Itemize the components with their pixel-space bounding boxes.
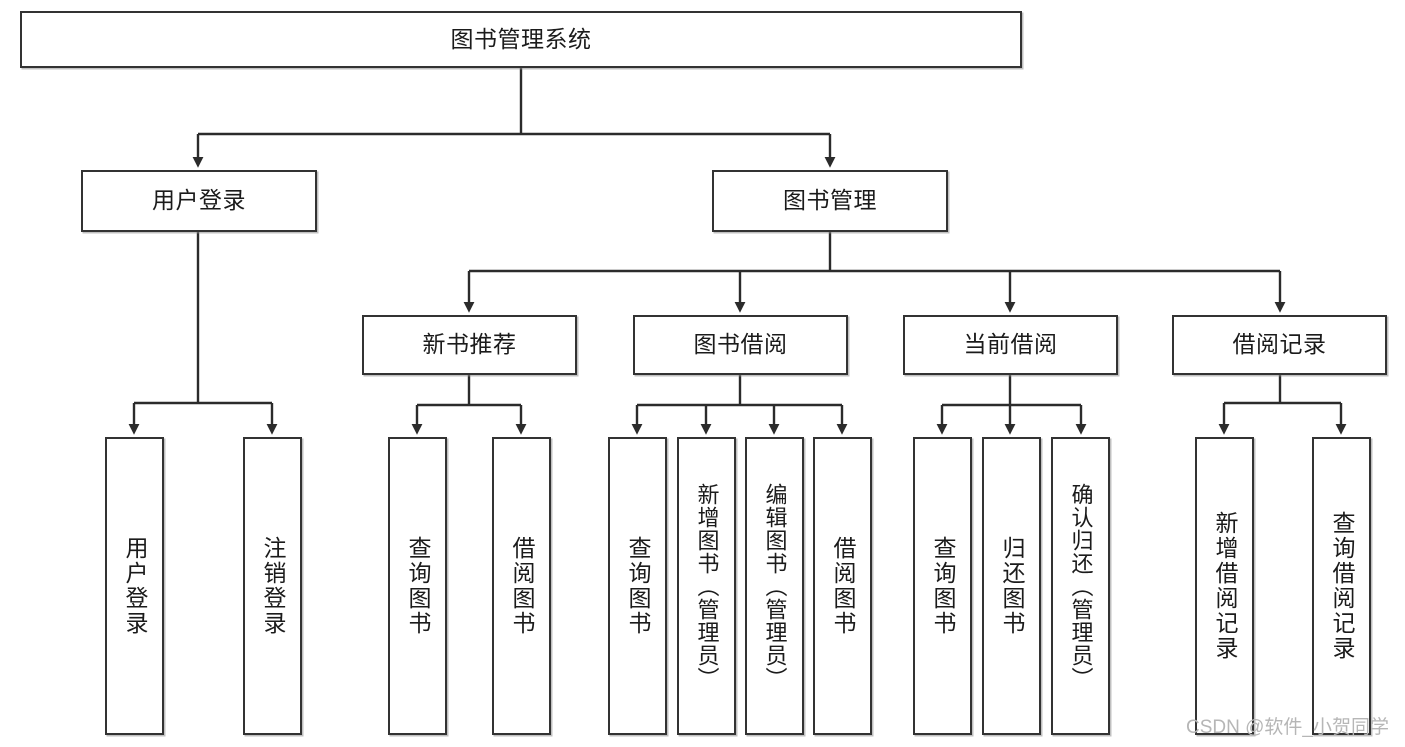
node-borrow-record[interactable]: 借阅记录 bbox=[1172, 315, 1387, 375]
node-label: 借阅记录 bbox=[1232, 331, 1327, 358]
node-label: 借阅图书 bbox=[509, 536, 535, 636]
node-label: 归还图书 bbox=[999, 536, 1025, 636]
node-book-management[interactable]: 图书管理 bbox=[712, 170, 948, 232]
leaf-edit-book-admin[interactable]: 编辑图书（管理员） bbox=[745, 437, 804, 735]
node-current-borrow[interactable]: 当前借阅 bbox=[903, 315, 1118, 375]
node-label: 查询图书 bbox=[930, 536, 956, 636]
node-label: 编辑图书（管理员） bbox=[762, 482, 788, 690]
leaf-add-book-admin[interactable]: 新增图书（管理员） bbox=[677, 437, 736, 735]
leaf-borrow-book-borrow[interactable]: 借阅图书 bbox=[813, 437, 872, 735]
csdn-watermark: CSDN @软件_小贺同学 bbox=[1186, 717, 1389, 738]
node-user-login[interactable]: 用户登录 bbox=[81, 170, 317, 232]
leaf-return-book[interactable]: 归还图书 bbox=[982, 437, 1041, 735]
node-label: 图书管理 bbox=[783, 187, 877, 214]
node-label: 新书推荐 bbox=[422, 331, 517, 358]
leaf-query-book-new-recommend[interactable]: 查询图书 bbox=[388, 437, 447, 735]
leaf-query-book-borrow[interactable]: 查询图书 bbox=[608, 437, 667, 735]
node-label: 查询图书 bbox=[625, 536, 651, 636]
leaf-borrow-book-new-recommend[interactable]: 借阅图书 bbox=[492, 437, 551, 735]
node-label: 查询图书 bbox=[405, 536, 431, 636]
node-label: 新增图书（管理员） bbox=[694, 482, 720, 690]
node-label: 当前借阅 bbox=[963, 331, 1058, 358]
node-new-book-recommend[interactable]: 新书推荐 bbox=[362, 315, 577, 375]
leaf-user-login[interactable]: 用户登录 bbox=[105, 437, 164, 735]
node-label: 图书借阅 bbox=[693, 331, 788, 358]
leaf-add-borrow-record[interactable]: 新增借阅记录 bbox=[1195, 437, 1254, 735]
node-label: 确认归还（管理员） bbox=[1068, 482, 1094, 690]
node-label: 图书管理系统 bbox=[450, 25, 592, 52]
node-book-borrow[interactable]: 图书借阅 bbox=[633, 315, 848, 375]
leaf-query-book-current[interactable]: 查询图书 bbox=[913, 437, 972, 735]
node-label: 新增借阅记录 bbox=[1212, 511, 1238, 661]
node-label: 注销登录 bbox=[260, 536, 286, 636]
node-label: 用户登录 bbox=[152, 187, 246, 214]
node-label: 用户登录 bbox=[122, 536, 148, 636]
leaf-query-borrow-record[interactable]: 查询借阅记录 bbox=[1312, 437, 1371, 735]
leaf-logout-login[interactable]: 注销登录 bbox=[243, 437, 302, 735]
node-root-book-management-system[interactable]: 图书管理系统 bbox=[20, 11, 1022, 68]
node-label: 查询借阅记录 bbox=[1329, 511, 1355, 661]
node-label: 借阅图书 bbox=[830, 536, 856, 636]
leaf-confirm-return-admin[interactable]: 确认归还（管理员） bbox=[1051, 437, 1110, 735]
